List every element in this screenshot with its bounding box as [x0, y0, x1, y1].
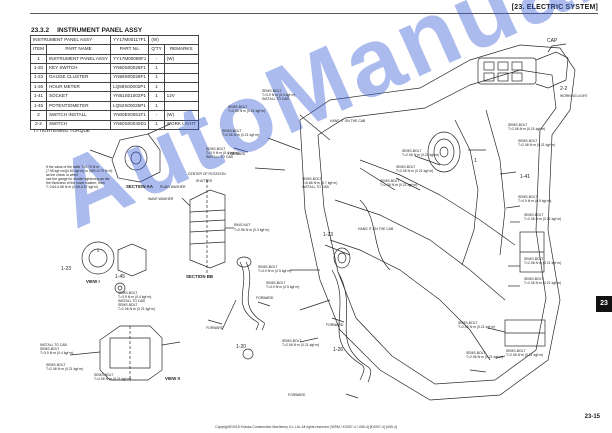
label-forward-2: FORWARD: [256, 296, 274, 300]
section-number: 23.3.2: [31, 27, 50, 34]
note-line-6: T: 0.64-0.66 N·m (0.65-0.67 kgf·m): [46, 185, 99, 189]
label-center-rotation: CENTER OF ROTATION: [188, 172, 226, 176]
note-line-1: If the value of the table T=0.79 N·m: [46, 165, 100, 169]
label-section-aa: SECTION AA: [126, 184, 153, 189]
note-line-3: as the check or when: [46, 173, 79, 177]
label-item-1-41: 1-41: [520, 174, 531, 180]
page-number: 23-15: [584, 414, 600, 420]
label-forward-5: FORWARD: [288, 393, 306, 397]
label-section-bb: SECTION BB: [186, 274, 214, 279]
label-item-2-2: 2-2: [560, 86, 568, 92]
label-forward-4: FORWARD: [326, 323, 344, 327]
label-view-i: VIEW I: [86, 279, 100, 284]
parts-table: INSTRUMENT PANEL ASSY YY17M00117F1 (W) I…: [29, 34, 199, 130]
label-ring-nut: RING NUT: [234, 223, 251, 227]
label-shutter: SHUTTER: [196, 179, 213, 183]
label-wave-washer: WAVE WASHER: [148, 197, 174, 201]
section-title: 23.3.2 INSTRUMENT PANEL ASSY: [31, 27, 142, 34]
label-working-light: WORKING LIGHT: [560, 94, 588, 98]
label-item-1-45: 1-45: [115, 274, 126, 280]
label-view-ii: VIEW II: [165, 376, 180, 381]
chapter-header: [23. ELECTRIC SYSTEM]: [511, 4, 598, 11]
torque-note: T=TIGHTENING TORQUE: [33, 129, 90, 134]
label-item-1-23: 1-23: [323, 232, 334, 238]
section-name: INSTRUMENT PANEL ASSY: [57, 27, 143, 34]
label-item-1-26: 1-26: [333, 347, 344, 353]
label-plain-washer: PLAIN WASHER: [160, 185, 186, 189]
label-forward-3: FORWARD: [206, 326, 224, 330]
label-cap: CAP: [547, 38, 558, 44]
label-item-1-20: 1-20: [236, 344, 247, 350]
label-ring-nut-torque: T=2.96 N·m (0.3 kgf·m): [234, 228, 270, 232]
note-line-4: use the gauge for shutter tightening as …: [46, 177, 110, 181]
label-forward-1: FORWARD: [228, 152, 246, 156]
label-hang-cab-1: HANG IT ON THE CAB: [330, 119, 366, 123]
label-hang-cab-2: HANG IT ON THE CAB: [358, 227, 394, 231]
copyright-footer: Copyright©2015 Kubota Construction Machi…: [215, 425, 397, 429]
note-line-5: the thickness of the cover washer, then: [46, 181, 105, 185]
note-line-2: (7.96 kgf·cm)(0.81 kgf·m) or (MS=3.79 N·…: [46, 169, 113, 173]
chapter-tab: 23: [596, 296, 612, 312]
label-item-1: 1: [474, 158, 477, 164]
header-rule: [30, 13, 598, 14]
label-item-1-23-left: 1-23: [61, 266, 72, 272]
